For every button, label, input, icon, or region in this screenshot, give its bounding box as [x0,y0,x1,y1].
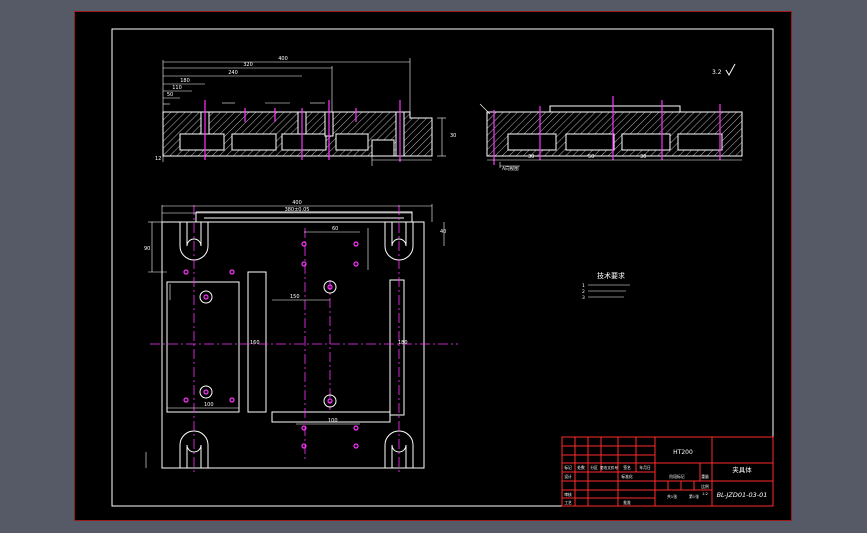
tb-cell-stage: 阶段标记 [669,474,684,479]
dim-plan-7: 150 [290,294,300,300]
tb-cell-mark: 标记 [564,465,572,470]
svg-text:1: 1 [582,283,585,289]
dim-side-2: 50 [588,154,594,160]
tb-cell-sign: 签名 [623,465,631,470]
tb-cell-date: 年月日 [639,465,651,470]
dim-plan-4: 90 [144,246,150,252]
tb-cell-weight: 重量 [701,474,709,479]
dim-top-5: 110 [172,85,182,91]
inner-border [111,28,774,507]
side-view [479,96,743,168]
tb-cell-review: 审核 [564,492,572,497]
tb-cell-change: 更改文件号 [600,465,618,470]
title-block [561,436,774,507]
dim-plan-10: 160 [250,340,260,346]
tb-cell-design: 设计 [564,474,572,479]
tb-cell-zone: 分区 [590,465,598,470]
dim-top-8: 12 [155,156,161,162]
tb-cell-standard: 标准化 [621,474,633,479]
tb-cell-sheet: 第1张 [689,494,699,499]
tb-cell-count: 处数 [577,465,585,470]
svg-text:2: 2 [582,289,585,295]
dim-plan-1: 400 [292,200,302,206]
dim-top-4: 180 [180,78,190,84]
side-view-label: A向视图 [502,165,519,172]
dim-top-2: 320 [243,62,253,68]
svg-text:3.2: 3.2 [712,69,722,76]
svg-text:3: 3 [582,295,585,301]
dim-plan-3: 40 [440,229,446,235]
technical-requirements: 技术要求 1 2 3 [582,271,630,301]
dim-top-6: 50 [167,92,173,98]
dim-plan-5: 60 [332,226,338,232]
roughness-symbol: 3.2 [712,63,736,77]
tb-cell-process: 工艺 [564,500,572,505]
dim-plan-2: 380±0.05 [285,207,310,213]
dim-top-7: 30 [450,133,456,139]
dim-plan-6: 100 [204,402,214,408]
dim-plan-9: 100 [328,418,338,424]
tb-cell-total: 共1张 [667,494,677,499]
plan-view [145,204,458,475]
dim-side-1: 30 [528,154,534,160]
dim-side-3: 30 [640,154,646,160]
section-view-top [162,58,446,166]
drawing-number: BL-JZD01-03-01 [717,491,768,499]
dim-plan-8: 180 [398,340,408,346]
dim-top-3: 240 [228,70,238,76]
tb-cell-approve: 批准 [623,500,631,505]
tb-cell-scale: 比例 [701,484,709,489]
svg-text:技术要求: 技术要求 [597,271,625,280]
material-label: HT200 [673,449,693,456]
part-name: 夹具体 [732,465,752,474]
tb-cell-ratio: 1:2 [702,492,708,496]
dim-top-1: 400 [278,56,288,62]
